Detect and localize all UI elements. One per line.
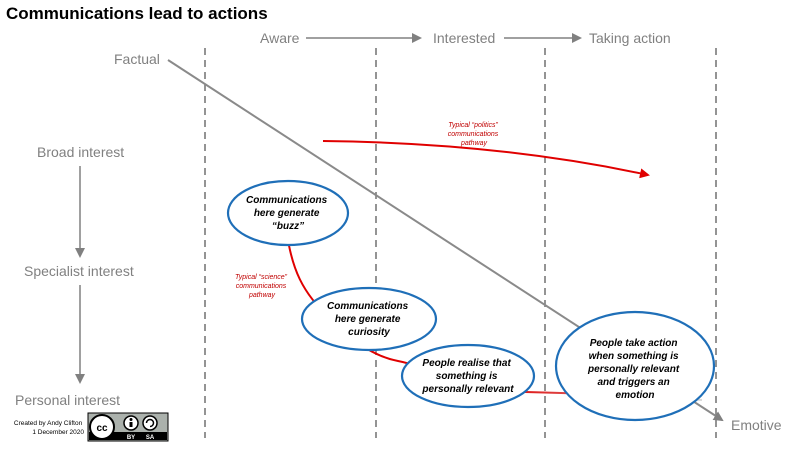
- relevant-text: People realise that something is persona…: [421, 358, 514, 395]
- cc-icon: cc: [89, 414, 115, 440]
- emotive-label: Emotive: [731, 417, 782, 433]
- by-person-icon: [123, 415, 139, 431]
- license-by: BY: [127, 435, 135, 441]
- stage-aware: Aware: [260, 30, 300, 46]
- sa-icon: [142, 415, 158, 431]
- politics-pathway-label: Typical “politics” communications pathwa…: [448, 122, 501, 147]
- politics-pathway-arrow: [322, 140, 650, 179]
- action-text: People take action when something is per…: [587, 338, 682, 401]
- buzz-ellipse: [226, 179, 350, 247]
- license-sa: SA: [146, 435, 155, 441]
- stage-dividers: [204, 48, 717, 438]
- buzz-text: Communications here generate “buzz”: [246, 195, 330, 232]
- action-ellipse: [554, 310, 716, 422]
- level-specialist: Specialist interest: [24, 263, 134, 279]
- cc-by-sa-badge: cc BY SA: [87, 412, 169, 442]
- curiosity-ellipse: [300, 286, 438, 352]
- curiosity-text: Communications here generate curiosity: [327, 301, 411, 338]
- stage-interested: Interested: [433, 30, 495, 46]
- credit-text: Created by Andy Clifton 1 December 2020: [14, 420, 84, 436]
- factual-label: Factual: [114, 51, 160, 67]
- level-broad: Broad interest: [37, 144, 124, 160]
- stage-taking-action: Taking action: [589, 30, 671, 46]
- relevant-ellipse: [400, 343, 536, 409]
- svg-text:cc: cc: [96, 423, 108, 434]
- level-personal: Personal interest: [15, 392, 120, 408]
- science-pathway-label: Typical “science” communications pathway: [235, 274, 289, 299]
- page-title: Communications lead to actions: [6, 4, 268, 23]
